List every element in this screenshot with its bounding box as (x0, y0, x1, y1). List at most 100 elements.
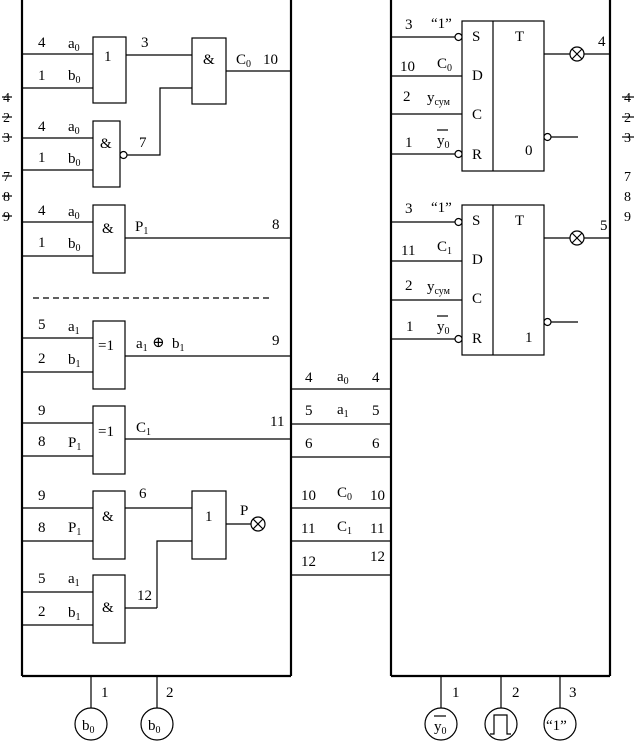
signal-b1: b1 (68, 352, 81, 370)
signal-b1: b1 (172, 336, 185, 354)
svg-text:12: 12 (370, 549, 385, 565)
pin-label: 1 (38, 235, 46, 251)
gate-symbol: 1 (104, 49, 112, 65)
signal-a0: a0 (68, 204, 80, 222)
svg-text:S: S (472, 29, 480, 45)
signal-c0: C0 (236, 52, 251, 70)
svg-text:8: 8 (624, 190, 631, 205)
signal-b0: b0 (68, 151, 81, 169)
svg-text:y0: y0 (437, 319, 450, 337)
gate-nand-a0-b0: & 4 1 a0 b0 7 (22, 119, 161, 188)
gate-and-p1: & 4 1 a0 b0 P1 8 (22, 203, 291, 274)
pin-label: 8 (272, 217, 280, 233)
gate-or-a0-b0: 1 4 1 a0 b0 3 (22, 35, 192, 104)
connector-bus: 4 5 6 10 11 12 4 5 6 10 11 12 a0 a1 C0 C… (291, 369, 391, 576)
signal-a1: a1 (68, 319, 80, 337)
svg-text:“1”: “1” (431, 200, 452, 216)
svg-text:1: 1 (406, 319, 414, 335)
svg-text:“1”: “1” (546, 718, 567, 734)
svg-text:9: 9 (3, 210, 10, 225)
svg-text:3: 3 (405, 17, 413, 33)
svg-text:6: 6 (305, 436, 313, 452)
svg-text:C1: C1 (437, 239, 452, 257)
svg-text:10: 10 (370, 488, 385, 504)
svg-text:C1: C1 (337, 519, 352, 537)
input-terminal[interactable] (424, 707, 458, 741)
input-terminal[interactable] (140, 707, 174, 741)
svg-text:2: 2 (166, 685, 174, 701)
pin-label: 9 (38, 488, 46, 504)
svg-text:4: 4 (598, 34, 606, 50)
signal-b0: b0 (68, 236, 81, 254)
svg-text:S: S (472, 213, 480, 229)
pin-label: 9 (272, 333, 280, 349)
svg-text:3: 3 (569, 685, 577, 701)
svg-text:1: 1 (405, 135, 413, 151)
input-terminal[interactable] (74, 707, 108, 741)
signal-p1: P1 (135, 219, 148, 237)
gate-symbol: & (102, 221, 114, 237)
svg-text:C0: C0 (337, 485, 352, 503)
signal-p1: P1 (68, 435, 81, 453)
svg-text:9: 9 (624, 210, 631, 225)
svg-text:7: 7 (624, 170, 631, 185)
svg-text:1: 1 (452, 685, 460, 701)
pin-label: 4 (38, 35, 46, 51)
svg-text:3: 3 (3, 131, 10, 146)
svg-text:C0: C0 (437, 56, 452, 74)
clock-pulse-terminal[interactable] (484, 707, 518, 741)
signal-a1-xor-b1: a1 (136, 336, 148, 354)
svg-text:a0: a0 (337, 369, 349, 387)
pin-label: 9 (38, 403, 46, 419)
svg-text:2: 2 (624, 111, 631, 126)
svg-text:2: 2 (3, 111, 10, 126)
gate-symbol: 1 (205, 509, 213, 525)
pin-label: 8 (38, 434, 46, 450)
gate-symbol: & (102, 509, 114, 525)
svg-text:11: 11 (301, 521, 315, 537)
svg-text:b0: b0 (82, 718, 95, 736)
svg-text:2: 2 (403, 89, 411, 105)
svg-text:C: C (472, 291, 482, 307)
gate-symbol: =1 (98, 424, 114, 440)
trigger-1: S D C R T 0 3 “1” 10 C0 2 yсум 1 y0 4 (391, 16, 610, 172)
right-bottom-inputs: 1 y0 2 3 “1” (424, 676, 577, 741)
svg-text:a1: a1 (337, 402, 349, 420)
pin-label: 10 (263, 52, 278, 68)
svg-text:3: 3 (405, 201, 413, 217)
svg-text:12: 12 (301, 554, 316, 570)
svg-text:5: 5 (600, 218, 608, 234)
svg-text:yсум: yсум (427, 90, 451, 108)
pin-label: 2 (38, 351, 46, 367)
left-bottom-inputs: 1 b0 2 b0 (74, 676, 174, 741)
pin-label: 1 (38, 68, 46, 84)
left-margin-marks: 4 2 3 7 8 9 (2, 91, 12, 225)
svg-text:yсум: yсум (427, 279, 451, 297)
signal-p1: P1 (68, 520, 81, 538)
svg-text:2: 2 (512, 685, 520, 701)
svg-text:“1”: “1” (431, 16, 452, 32)
signal-p: P (240, 503, 248, 519)
signal-c1: C1 (136, 420, 151, 438)
svg-text:10: 10 (301, 488, 316, 504)
svg-text:5: 5 (372, 403, 380, 419)
gate-xor-c1: =1 9 8 P1 C1 11 (22, 403, 291, 475)
pin-label: 5 (38, 317, 46, 333)
gate-symbol: & (102, 600, 114, 616)
svg-text:4: 4 (372, 370, 380, 386)
signal-a1: a1 (68, 571, 80, 589)
svg-text:5: 5 (305, 403, 313, 419)
signal-b0: b0 (68, 68, 81, 86)
svg-text:6: 6 (372, 436, 380, 452)
svg-text:R: R (472, 331, 482, 347)
signal-a0: a0 (68, 119, 80, 137)
xor-symbol: ⊕ (152, 335, 165, 351)
signal-a0: a0 (68, 36, 80, 54)
svg-text:0: 0 (525, 143, 533, 159)
input-terminal[interactable] (543, 707, 577, 741)
svg-text:4: 4 (305, 370, 313, 386)
pin-label: 2 (38, 604, 46, 620)
svg-text:1: 1 (101, 685, 109, 701)
svg-text:8: 8 (3, 190, 10, 205)
signal-b1: b1 (68, 605, 81, 623)
